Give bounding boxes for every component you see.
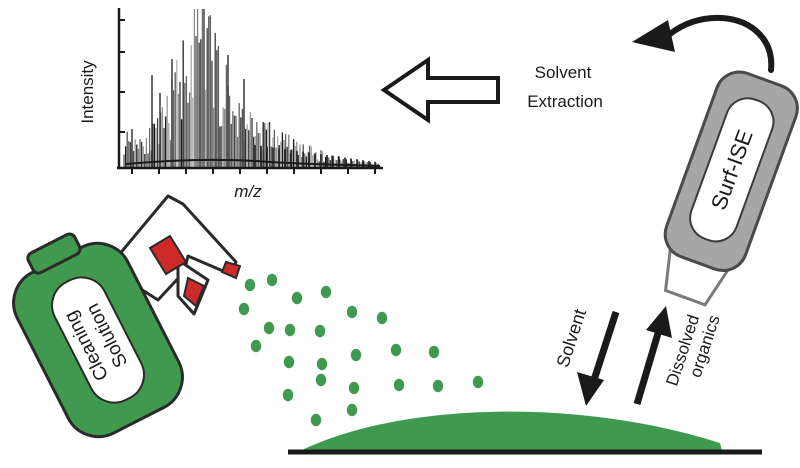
droplet	[310, 413, 322, 427]
curved-arrow-head-icon	[632, 20, 675, 52]
solvent-flux-label: Solvent	[553, 307, 591, 370]
droplet	[314, 324, 326, 338]
droplet	[393, 378, 405, 392]
organics-up-arrow	[633, 306, 672, 405]
droplet	[350, 348, 362, 362]
droplet	[346, 305, 358, 319]
spray-bottle: Cleaning Solution	[12, 194, 242, 439]
bottle-red-nozzle	[220, 260, 242, 280]
solvent-down-arrow	[577, 310, 620, 406]
mass-spectrum: Intensity m/z	[78, 8, 383, 201]
organic-film	[300, 411, 722, 451]
bottle-label-panel	[51, 276, 145, 404]
spectrum-ticks	[119, 19, 376, 174]
droplet	[348, 381, 360, 395]
spectrum-y-label: Intensity	[78, 60, 97, 124]
spectrum-baseline	[125, 158, 381, 167]
droplet	[316, 357, 328, 371]
extraction-label-line2: Extraction	[527, 92, 603, 111]
curved-arrow	[632, 14, 775, 73]
droplet	[472, 375, 484, 389]
extraction-label-line1: Solvent	[535, 63, 592, 82]
hollow-left-arrow	[380, 56, 500, 124]
droplet	[376, 311, 388, 325]
droplet	[283, 355, 295, 369]
droplet	[263, 321, 275, 335]
droplet	[428, 345, 440, 359]
probe-label-panel	[689, 97, 775, 243]
droplet	[315, 373, 327, 387]
spray-droplets	[238, 273, 484, 427]
surf-ise-probe: Surf-ISE	[663, 70, 799, 307]
droplet	[320, 285, 332, 299]
droplet	[432, 379, 444, 393]
spectrum-peaks	[123, 9, 381, 167]
droplet	[390, 343, 402, 357]
droplet	[238, 302, 250, 316]
bottle-red-trigger-accent	[182, 276, 206, 308]
droplet	[346, 403, 358, 417]
droplet	[266, 273, 278, 287]
droplet	[282, 388, 294, 402]
bottle-neck	[26, 232, 82, 275]
droplet	[284, 323, 296, 337]
droplet	[244, 278, 256, 292]
bottle-red-band	[148, 234, 188, 276]
droplet	[250, 339, 262, 353]
droplet	[291, 291, 303, 305]
spectrum-x-label: m/z	[234, 182, 262, 201]
